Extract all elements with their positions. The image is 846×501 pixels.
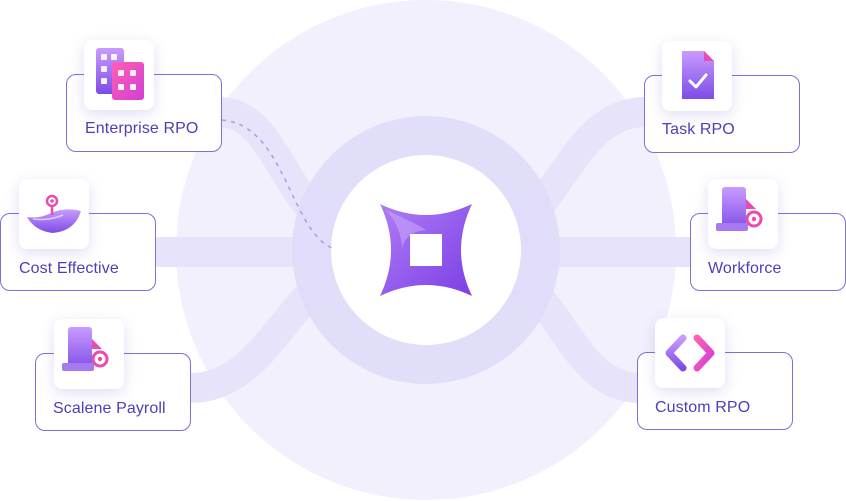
cost-effective-label: Cost Effective (19, 260, 119, 277)
custom-rpo-label: Custom RPO (655, 399, 751, 416)
buildings-icon (84, 40, 154, 110)
piggy-bank-icon (19, 179, 89, 249)
payroll-document-icon (54, 319, 124, 389)
checklist-document-icon (662, 41, 732, 111)
star-logo-icon (380, 204, 472, 296)
workforce-document-icon (708, 179, 778, 249)
task-rpo-label: Task RPO (662, 121, 735, 138)
scalene-payroll-label: Scalene Payroll (53, 400, 166, 417)
workforce-label: Workforce (708, 260, 782, 277)
code-brackets-icon (655, 318, 725, 388)
dashed-connector (221, 119, 333, 249)
enterprise-rpo-label: Enterprise RPO (85, 120, 199, 137)
